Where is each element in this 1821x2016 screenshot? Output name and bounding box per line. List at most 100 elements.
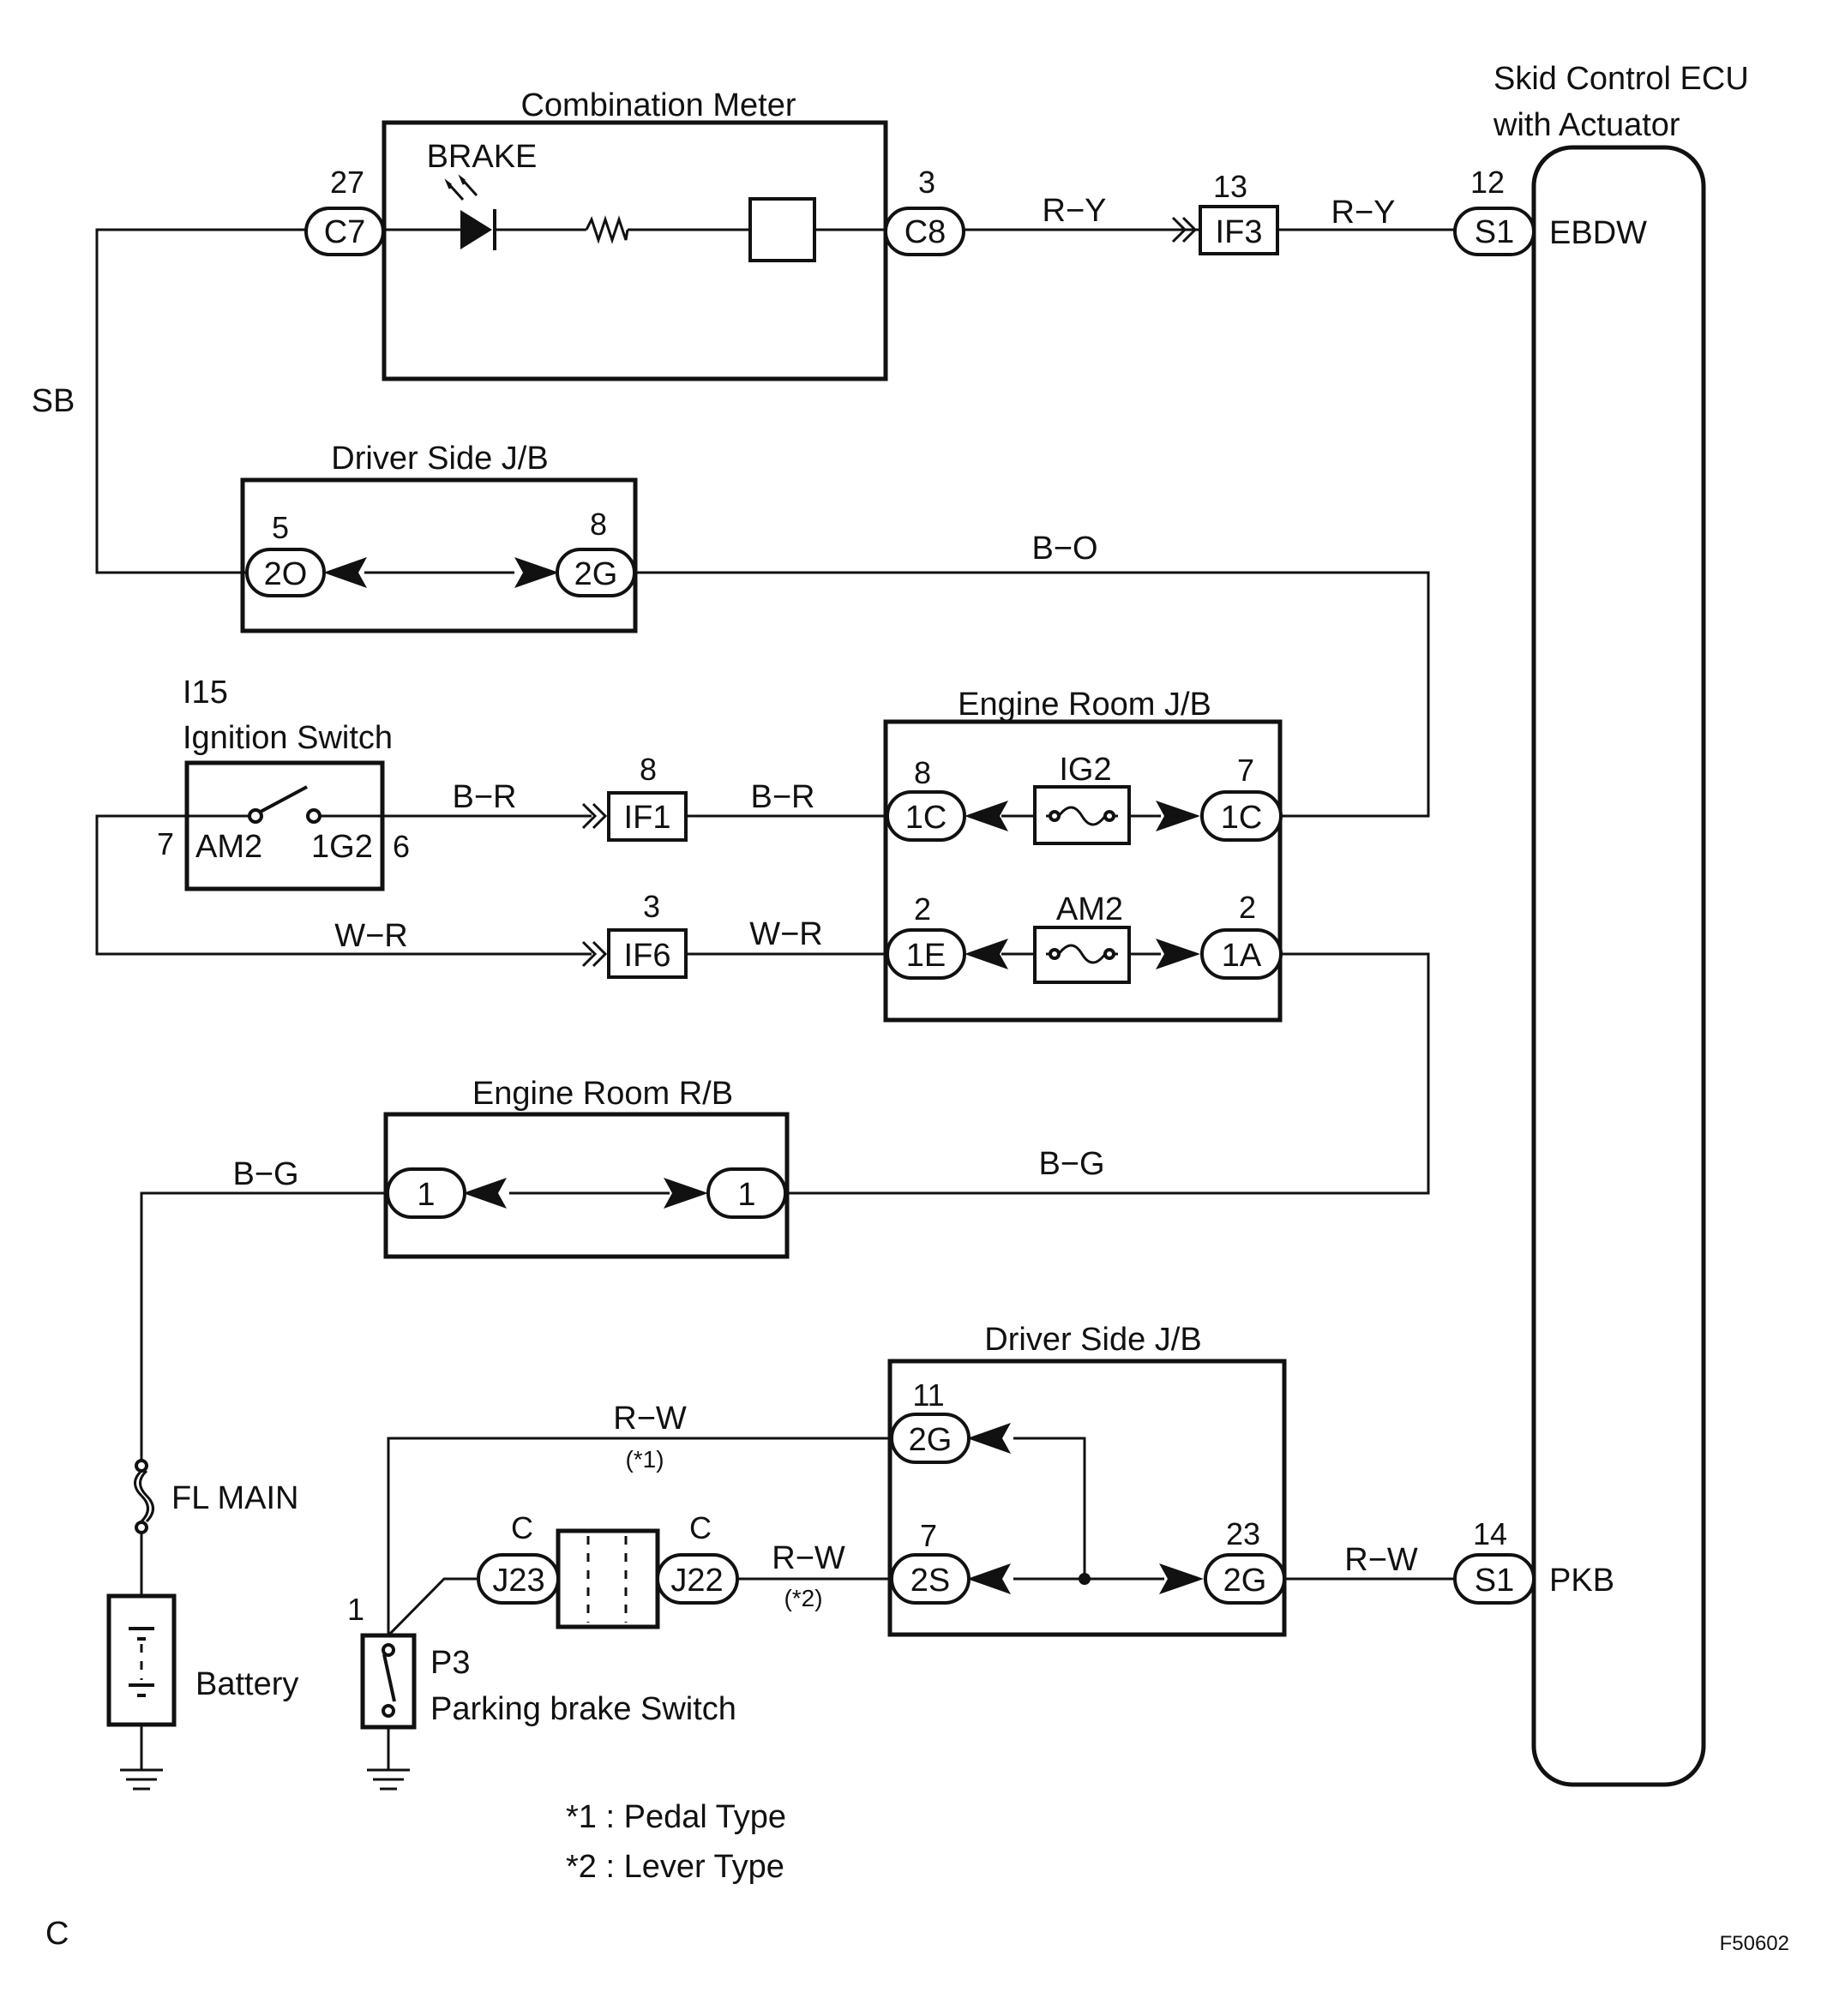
- connector-2s: [890, 1553, 971, 1605]
- wire-labels: SB R−Y R−Y B−O B−R B−R W−R W−R B−G B−G R…: [32, 193, 1418, 1611]
- splice-dot: [1079, 1573, 1091, 1585]
- connector-rb1-left: [386, 1167, 466, 1219]
- pin-2o: 5: [272, 510, 289, 545]
- pin-j23: C: [511, 1510, 533, 1545]
- connector-2g-b1: [890, 1413, 971, 1464]
- ecu-title-line1: Skid Control ECU: [1493, 61, 1749, 97]
- battery-icon: [106, 1593, 177, 1727]
- connector-1c-right: [1200, 790, 1283, 842]
- fl-main-label: FL MAIN: [171, 1480, 299, 1516]
- connector-2o: [245, 548, 326, 597]
- pin-1c-left: 8: [914, 755, 931, 790]
- wire-label-rw3: R−W: [1344, 1542, 1418, 1578]
- wire-label-wr2: W−R: [749, 916, 823, 952]
- power-components: [106, 1459, 410, 1791]
- fuse-ig2-label: IG2: [1059, 752, 1111, 788]
- wire-label-bg2: B−G: [232, 1156, 298, 1192]
- ignition-term-am2: AM2: [195, 829, 262, 865]
- pin-if3: 13: [1213, 169, 1247, 204]
- pin-2g-b1: 11: [912, 1377, 944, 1413]
- pin-2g-top: 8: [590, 507, 607, 542]
- terminal-arrows: [323, 557, 1204, 1594]
- connector-j22: [656, 1553, 739, 1605]
- ignition-switch-box: [184, 760, 385, 891]
- ignition-internals: [248, 785, 322, 824]
- driver-jb-top-title: Driver Side J/B: [331, 441, 548, 477]
- arrow-left: [967, 1423, 1011, 1454]
- connector-c8-label: C8: [904, 214, 947, 250]
- arrow-left: [967, 1563, 1011, 1594]
- inline-chevron: [581, 802, 608, 830]
- wire-label-br1: B−R: [453, 779, 517, 815]
- arrow-left: [323, 557, 367, 588]
- inline-chevrons: [581, 216, 1198, 968]
- connector-s1-bottom-label: S1: [1475, 1563, 1514, 1599]
- wire-bo: [634, 571, 1430, 818]
- wire-sb: [95, 228, 306, 574]
- wire-jb-bottom-internal: [1013, 1437, 1164, 1581]
- ecu-title-line2: with Actuator: [1493, 107, 1680, 143]
- junction-connector: [556, 1528, 660, 1629]
- ignition-term-1g2: 1G2: [311, 829, 373, 865]
- arrow-right: [664, 1178, 708, 1209]
- pin-numbers: 27 3 13 12 5 8 8 3 8 7 2 2 11 7 23 14 C …: [157, 165, 1507, 1627]
- pin-c8: 3: [918, 165, 935, 200]
- pin-s1-bottom: 14: [1473, 1516, 1507, 1551]
- arrow-right: [514, 557, 559, 588]
- pin-2s: 7: [920, 1518, 937, 1553]
- arrow-right: [1156, 939, 1200, 969]
- ignition-code: I15: [183, 675, 228, 711]
- footer-left-code: C: [45, 1916, 69, 1952]
- connector-s1-top: [1453, 207, 1536, 256]
- meter-element-icon: [748, 197, 816, 262]
- parking-switch-code: P3: [430, 1645, 470, 1681]
- arrow-left: [965, 801, 1008, 831]
- wire-ps-j23: [387, 1577, 477, 1637]
- pin-1a: 2: [1239, 890, 1256, 925]
- wire-label-br2: B−R: [751, 779, 815, 815]
- connector-c7-label: C7: [324, 214, 366, 250]
- connector-if6: [607, 928, 688, 979]
- parking-switch-box: [360, 1633, 417, 1730]
- meter-internals: [444, 174, 816, 262]
- notes: *1 : Pedal Type *2 : Lever Type C F50602: [45, 1799, 1789, 1955]
- driver-jb-top-box: [240, 477, 638, 633]
- connector-rb1-right-label: 1: [737, 1177, 755, 1213]
- wire-ign-loop: [95, 814, 592, 956]
- connector-j22-label: J22: [670, 1563, 723, 1599]
- connector-if1-label: IF1: [624, 800, 671, 836]
- connector-2g-top-label: 2G: [574, 556, 618, 592]
- pin-c7: 27: [330, 165, 364, 200]
- connector-1c-right-label: 1C: [1221, 800, 1263, 836]
- component-labels: Skid Control ECU with Actuator EBDW PKB …: [171, 61, 1749, 1727]
- connector-2o-label: 2O: [264, 556, 308, 592]
- connector-1c-left-label: 1C: [905, 800, 947, 836]
- connector-rb1-left-label: 1: [417, 1177, 435, 1213]
- resistor-icon: [585, 215, 629, 244]
- connector-s1-bottom: [1453, 1553, 1536, 1605]
- ecu-terminal-ebdw: EBDW: [1549, 215, 1647, 251]
- arrow-right: [1156, 801, 1200, 831]
- connector-2g-top: [556, 548, 636, 597]
- combination-meter-title: Combination Meter: [520, 87, 796, 123]
- pin-j22: C: [689, 1510, 712, 1545]
- switch-blade-icon: [258, 785, 308, 814]
- inline-chevron: [581, 940, 608, 968]
- arrow-left: [463, 1178, 507, 1209]
- connector-2g-b2-label: 2G: [1223, 1563, 1267, 1599]
- battery-label: Battery: [195, 1666, 298, 1702]
- wire-bg-right: [787, 952, 1430, 1195]
- footer-figure-code: F50602: [1720, 1932, 1789, 1955]
- engine-room-rb-box: [383, 1112, 790, 1259]
- led-icon: [460, 210, 492, 249]
- pin-if1: 8: [640, 752, 657, 787]
- connector-2g-b1-label: 2G: [909, 1422, 953, 1458]
- connector-1e-label: 1E: [906, 938, 946, 974]
- connector-if6-label: IF6: [624, 938, 671, 974]
- driver-jb-bottom-box: [887, 1359, 1287, 1637]
- wire-label-bo: B−O: [1031, 531, 1097, 567]
- brake-lamp-label: BRAKE: [427, 139, 538, 175]
- pin-ign-right: 6: [393, 829, 410, 864]
- wire-label-bg1: B−G: [1038, 1146, 1104, 1182]
- pin-1e: 2: [914, 891, 931, 927]
